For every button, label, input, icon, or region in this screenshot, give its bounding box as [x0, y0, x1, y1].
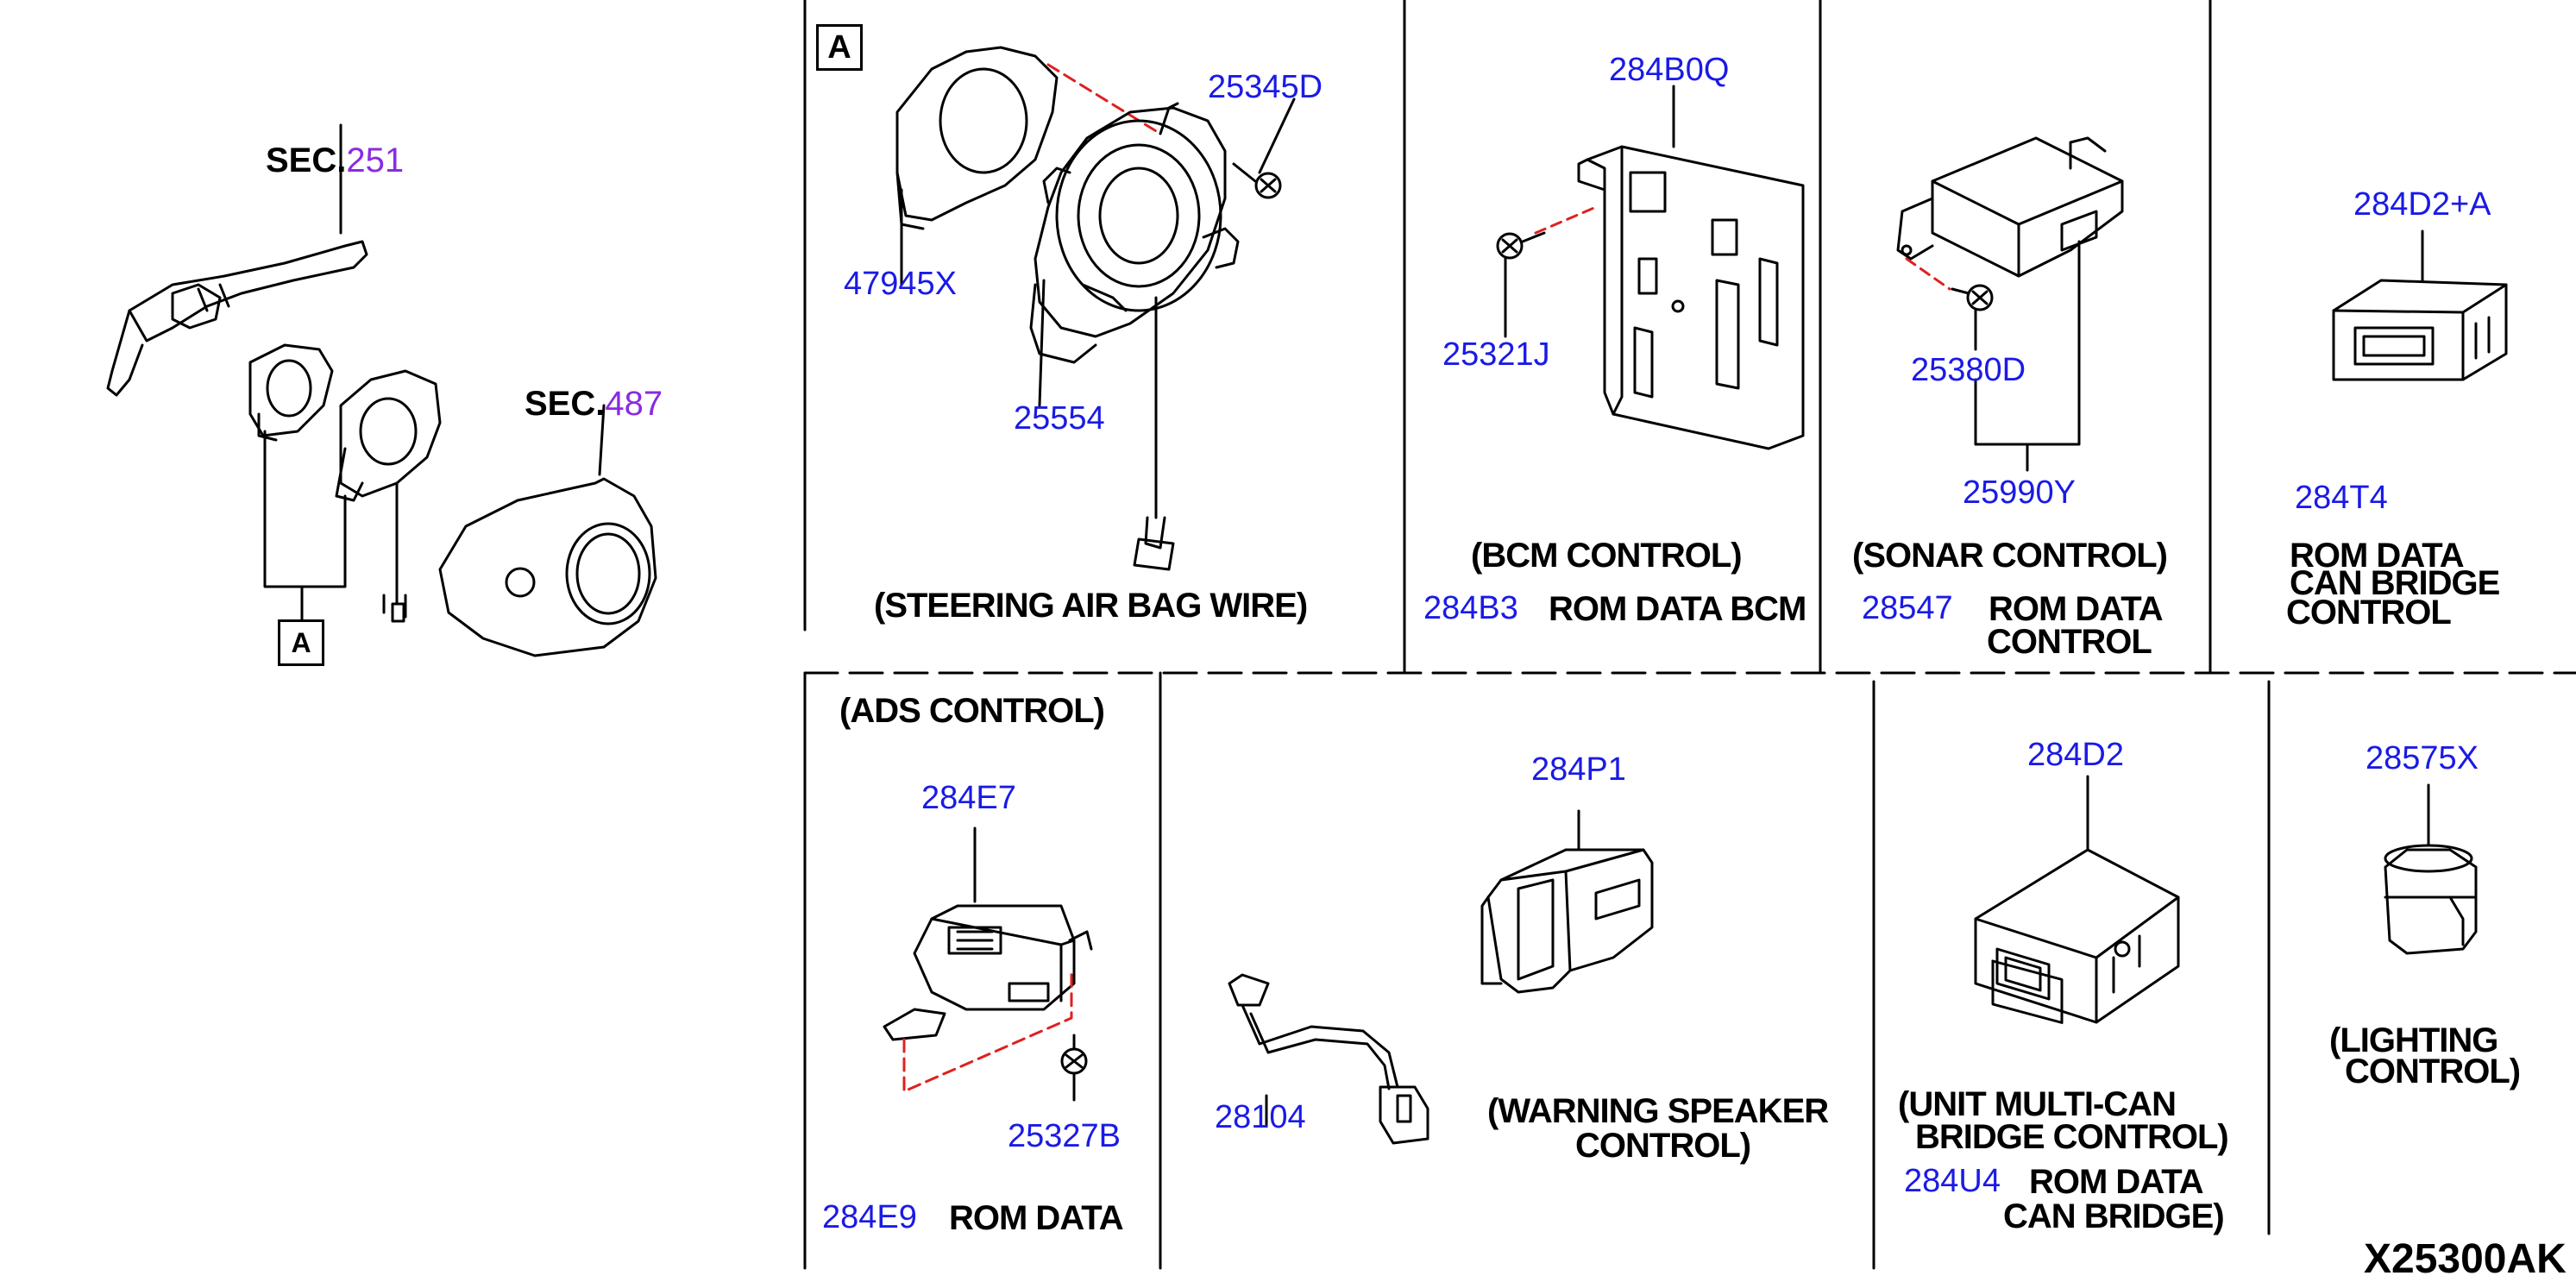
- caption-can-bridge-line-1: ROM DATA: [2290, 537, 2465, 575]
- multi-can-artwork: [1974, 775, 2180, 1024]
- part-284B3[interactable]: 284B3: [1423, 590, 1518, 626]
- part-284D2-plus-A[interactable]: 284D2+A: [2353, 186, 2491, 223]
- caption-multi-can-line-2: BRIDGE CONTROL): [1915, 1118, 2229, 1156]
- caption-can-bridge-line-3: CONTROL: [2286, 594, 2452, 632]
- view-marker-a: A: [816, 24, 863, 71]
- section-ref-251[interactable]: SEC.251: [266, 143, 404, 178]
- part-284E9[interactable]: 284E9: [822, 1199, 917, 1235]
- part-284P1[interactable]: 284P1: [1531, 751, 1626, 788]
- part-25554[interactable]: 25554: [1014, 400, 1105, 437]
- section-number: 251: [346, 141, 405, 179]
- rom-data-can-bridge-line-2: CAN BRIDGE): [2003, 1197, 2225, 1235]
- panel-dividers: [803, 0, 2271, 1270]
- sonar-artwork: [1896, 136, 2124, 472]
- part-284U4[interactable]: 284U4: [1904, 1163, 2001, 1199]
- warning-speaker-artwork: [1228, 809, 1654, 1145]
- rom-data-sonar-label-2: CONTROL: [1987, 623, 2152, 661]
- part-25380D[interactable]: 25380D: [1911, 352, 2026, 388]
- caption-bcm-control: (BCM CONTROL): [1471, 537, 1743, 575]
- ads-artwork: [883, 826, 1093, 1102]
- part-28104[interactable]: 28104: [1215, 1099, 1306, 1135]
- part-284B0Q[interactable]: 284B0Q: [1609, 52, 1730, 88]
- part-25327B[interactable]: 25327B: [1008, 1118, 1122, 1154]
- caption-lighting-line-2: CONTROL): [2345, 1053, 2521, 1090]
- section-number: 487: [605, 385, 663, 423]
- section-ref-487[interactable]: SEC.487: [525, 386, 663, 421]
- part-284D2[interactable]: 284D2: [2027, 737, 2124, 773]
- part-25990Y[interactable]: 25990Y: [1963, 474, 2077, 511]
- rom-data-can-bridge-line-1: ROM DATA: [2029, 1163, 2204, 1201]
- can-bridge-artwork: [2332, 229, 2508, 381]
- caption-warning-speaker-line-2: CONTROL): [1575, 1127, 1751, 1165]
- bcm-artwork: [1496, 85, 1805, 450]
- drawing-code: X25300AK: [2364, 1236, 2567, 1282]
- section-prefix: SEC.: [266, 141, 347, 179]
- rom-data-sonar-label-1: ROM DATA: [1989, 590, 2164, 628]
- part-28547[interactable]: 28547: [1862, 590, 1953, 626]
- overview-assembly: [106, 123, 657, 657]
- part-25321J[interactable]: 25321J: [1442, 336, 1550, 373]
- overview-ref-marker: A: [278, 619, 324, 666]
- part-28575X[interactable]: 28575X: [2366, 740, 2479, 776]
- caption-sonar-control: (SONAR CONTROL): [1852, 537, 2168, 575]
- part-284T4[interactable]: 284T4: [2295, 480, 2388, 516]
- caption-warning-speaker-line-1: (WARNING SPEAKER: [1487, 1092, 1829, 1130]
- section-prefix: SEC.: [525, 385, 606, 423]
- lighting-artwork: [2384, 783, 2478, 955]
- steering-airbag-artwork: [895, 46, 1296, 571]
- caption-lighting-line-1: (LIGHTING: [2329, 1021, 2498, 1059]
- caption-can-bridge-line-2: CAN BRIDGE: [2290, 564, 2500, 602]
- rom-data-ads-label: ROM DATA: [949, 1199, 1124, 1237]
- part-284E7[interactable]: 284E7: [921, 780, 1016, 816]
- part-25345D[interactable]: 25345D: [1208, 69, 1323, 105]
- part-47945X[interactable]: 47945X: [844, 266, 958, 302]
- caption-multi-can-line-1: (UNIT MULTI-CAN: [1898, 1085, 2177, 1123]
- caption-ads-control: (ADS CONTROL): [839, 692, 1105, 730]
- caption-steering-air-bag-wire: (STEERING AIR BAG WIRE): [874, 587, 1308, 625]
- rom-data-bcm-label: ROM DATA BCM: [1549, 590, 1806, 628]
